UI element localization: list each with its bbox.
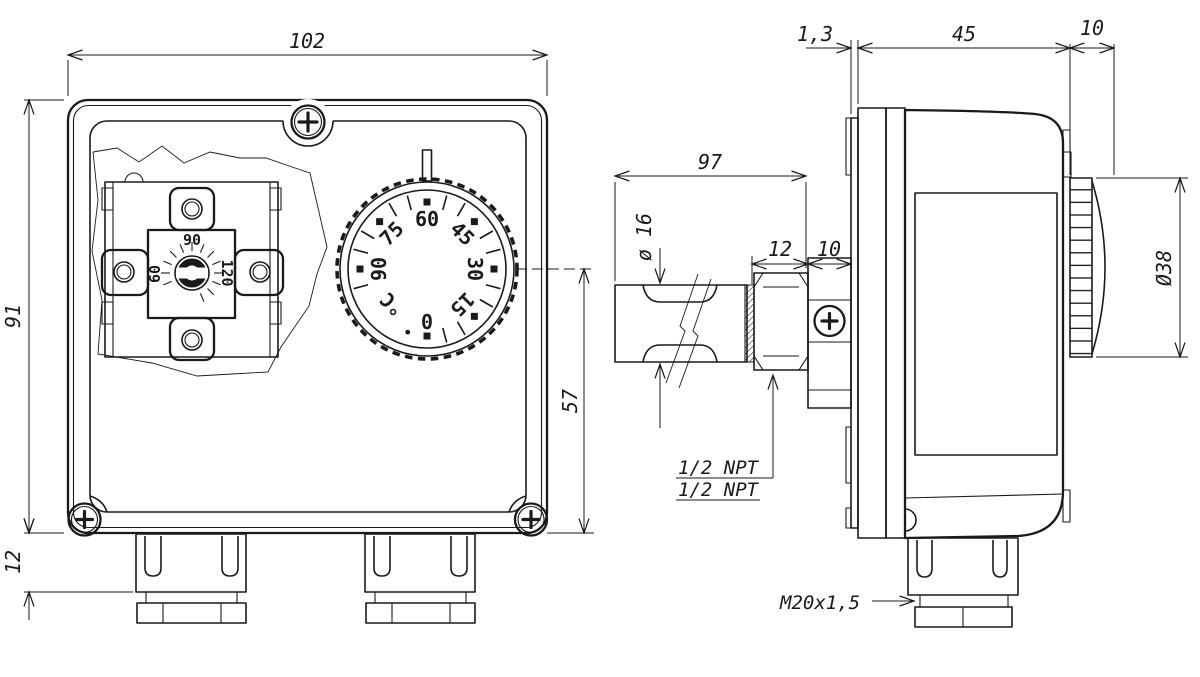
break-line-2	[678, 278, 712, 389]
terminal-tab-top	[168, 186, 216, 232]
dimension-standoff-10: 10	[808, 237, 851, 264]
front-view: 90 60 120	[1, 29, 594, 624]
cover-screw-top-icon	[282, 99, 334, 149]
side-view: 1,3 45 10 97 12	[614, 16, 1188, 628]
terminal-tab-right	[233, 248, 285, 297]
capillary-probe	[614, 273, 748, 389]
switch-dial-ticks	[161, 242, 223, 302]
knob-face	[347, 189, 507, 349]
cover-panel	[914, 192, 1058, 456]
knob-bulge	[1091, 180, 1106, 355]
knob-index-pointer	[421, 149, 433, 182]
dim-text-97: 97	[698, 150, 722, 174]
dim-text-12-front: 12	[1, 550, 25, 574]
break-line-1	[665, 273, 699, 384]
cover-profile	[903, 108, 1065, 540]
broken-out-section-boundary	[91, 145, 328, 377]
switch-scale-label-120: 120	[218, 259, 236, 286]
switch-scale-label-90: 90	[183, 231, 201, 249]
cable-gland-left	[135, 533, 247, 624]
dim-text-91: 91	[1, 304, 25, 328]
dimension-gland-12: 12	[1, 505, 133, 620]
thread-note-npt: 1/2 NPT 1/2 NPT	[676, 375, 773, 501]
knob-label-90: 90	[367, 257, 391, 281]
dimension-body-depth-45: 45	[858, 22, 1070, 175]
housing-body	[845, 107, 1072, 540]
dim-text-1-3: 1,3	[797, 22, 833, 46]
dim-text-o16: ø 16	[632, 213, 656, 261]
hinge-bump	[904, 508, 917, 532]
knob-label-30: 30	[463, 257, 487, 281]
terminal-tab-left	[100, 248, 150, 297]
knob-label-60: 60	[415, 207, 439, 231]
knob-label-unit-celsius: °C	[375, 287, 409, 321]
dimension-width-102: 102	[68, 29, 547, 96]
gland-thread-note-m20: M20x1,5	[779, 592, 914, 614]
dim-text-102: 102	[289, 29, 325, 53]
knob-side-profile[interactable]	[1069, 177, 1106, 358]
temperature-knob[interactable]: 60 45 30 15 0 °C 90 75	[335, 149, 519, 361]
npt-label-2: 1/2 NPT	[678, 479, 760, 501]
dimension-height-91: 91	[1, 100, 64, 533]
cable-gland-side	[907, 537, 1019, 628]
dim-text-o38: Ø38	[1152, 250, 1176, 286]
dim-text-10-knob: 10	[1080, 16, 1104, 40]
knob-knurl-band	[1069, 177, 1093, 358]
back-plate	[850, 117, 859, 529]
cover-screw-bottom-right-icon	[508, 495, 549, 537]
dim-text-45: 45	[952, 22, 976, 46]
knob-square-markers	[356, 198, 498, 340]
npt-label-1: 1/2 NPT	[678, 457, 760, 479]
dimension-dial-center-57: 57	[516, 269, 594, 533]
process-thread	[744, 284, 755, 363]
dim-text-57: 57	[558, 389, 582, 413]
dimension-probe-length-97: 97	[615, 150, 806, 281]
knob-scale-labels: 60 45 30 15 0 °C 90 75	[367, 207, 487, 333]
knob-tick-marks	[353, 195, 501, 343]
dimension-thread-12: 12	[752, 237, 808, 284]
dimension-knob-depth-10: 10	[1070, 16, 1114, 175]
m20-label: M20x1,5	[779, 592, 860, 614]
knob-label-0: 0	[421, 309, 433, 333]
cable-gland-right	[364, 533, 476, 624]
terminal-tab-bottom	[168, 316, 216, 362]
dim-text-10-standoff: 10	[817, 237, 841, 261]
dimension-back-plate-1-3: 1,3	[797, 22, 859, 114]
dimension-knob-diameter-38: Ø38	[1096, 178, 1188, 357]
cover-screw-bottom-left-icon	[67, 495, 108, 537]
dimension-probe-diameter-16: ø 16	[632, 213, 660, 428]
switch-mechanism: 90 60 120	[100, 172, 285, 362]
hex-fitting	[753, 272, 809, 371]
switch-adjustment-dial[interactable]: 90 60 120	[146, 231, 236, 302]
mounting-bracket	[807, 257, 852, 409]
switch-scale-label-60: 60	[146, 265, 164, 283]
dim-text-12-side: 12	[768, 237, 792, 261]
bracket-screw-icon	[813, 304, 846, 338]
